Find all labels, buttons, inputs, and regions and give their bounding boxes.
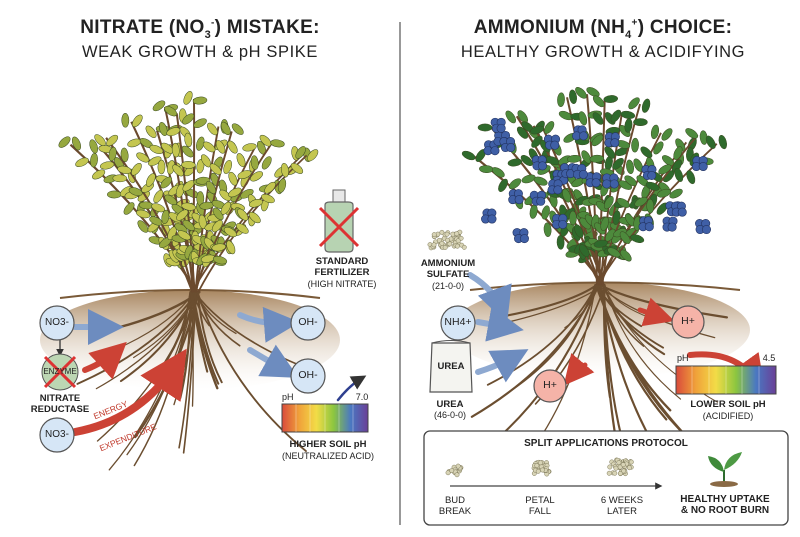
left-ph-value: 7.0: [355, 392, 369, 402]
standard-fertilizer-note: (HIGH NITRATE): [307, 279, 377, 289]
right-ph-axis: pH: [677, 353, 689, 363]
weak-blueberry-plant: [58, 91, 319, 293]
nitrate-ion-bottom-label: NO3-: [45, 429, 69, 440]
ammonium-sulfate-label: AMMONIUM SULFATE: [420, 258, 476, 280]
hydrogen-ion-bottom: [533, 369, 567, 403]
crossed-enzyme-icon: [41, 353, 79, 391]
left-arrows: [56, 306, 367, 436]
protocol-step-6-weeks-later: 6 WEEKS LATER: [600, 495, 644, 517]
right-ph-scale: [675, 365, 777, 395]
ammonium-ion: [440, 305, 476, 341]
urea-bag-text: UREA: [437, 361, 465, 372]
urea-label: UREA: [436, 399, 464, 410]
hydrogen-ion-top: [671, 305, 705, 339]
protocol-panel: [423, 430, 789, 526]
left-ions: [39, 305, 326, 453]
protocol-step-bud-break: BUD BREAK: [438, 495, 472, 517]
right-title: AMMONIUM (NH4+) CHOICE:: [473, 17, 733, 41]
protocol-step-petal-fall: PETAL FALL: [525, 495, 555, 517]
left-ph-scale: [281, 403, 369, 433]
right-ph-value: 4.5: [762, 353, 776, 363]
nitrate-ion-top-label: NO3-: [45, 317, 69, 328]
urea-note: (46-0-0): [433, 410, 466, 420]
higher-soil-ph-label: HIGHER SOIL pH: [289, 439, 367, 450]
nitrate-ion-top: [39, 305, 75, 341]
ammonium-sulfate-note: (21-0-0): [431, 281, 464, 291]
healthy-blueberry-plant: [461, 87, 727, 286]
fertilizer-pellets-icon: [427, 229, 467, 251]
acidified-note: (ACIDIFIED): [702, 411, 754, 421]
hydrogen-bottom-label: H+: [543, 379, 557, 391]
prohibited-bottle-icon: [318, 189, 360, 253]
enzyme-text: ENZYME: [43, 367, 77, 376]
nitrate-reductase-label: NITRATE REDUCTASE: [30, 393, 90, 415]
ammonium-ion-label: NH4+: [444, 316, 472, 328]
left-title: NITRATE (NO3-) MISTAKE:: [80, 17, 320, 41]
hydrogen-top-label: H+: [681, 315, 695, 327]
hydroxide-ion-top: [290, 305, 326, 341]
nitrate-ion-bottom: [39, 417, 75, 453]
protocol-result: HEALTHY UPTAKE & NO ROOT BURN: [680, 494, 770, 516]
hydroxide-top-label: OH-: [298, 316, 318, 328]
standard-fertilizer-label: STANDARD FERTILIZER: [314, 256, 370, 278]
left-ph-axis: pH: [282, 392, 294, 402]
protocol-title: SPLIT APPLICATIONS PROTOCOL: [524, 438, 688, 449]
urea-bag-icon: [429, 340, 473, 393]
seedling-icon: [708, 452, 742, 487]
hydroxide-ion-bottom: [290, 358, 326, 394]
lower-soil-ph-label: LOWER SOIL pH: [690, 399, 766, 410]
left-subtitle: WEAK GROWTH & pH SPIKE: [82, 43, 318, 61]
right-ions: [440, 305, 705, 403]
neutralized-acid-note: (NEUTRALIZED ACID): [281, 451, 374, 461]
hydroxide-bottom-label: OH-: [298, 369, 318, 381]
right-subtitle: HEALTHY GROWTH & ACIDIFYING: [460, 43, 746, 61]
